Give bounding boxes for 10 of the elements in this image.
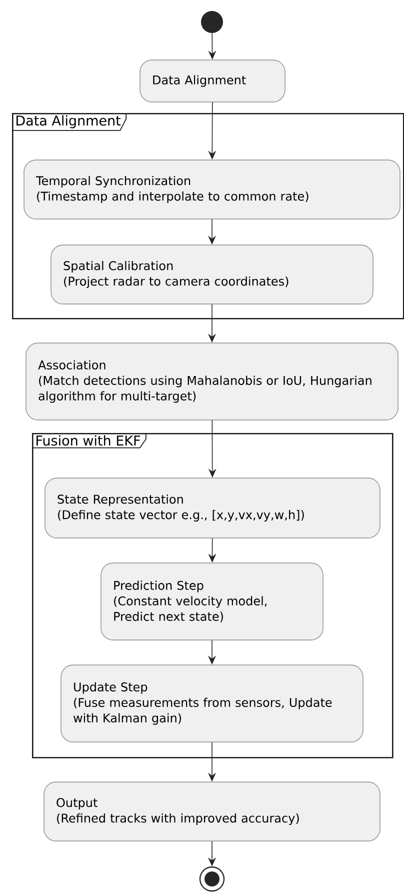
activity-box: Prediction Step (Constant velocity model, Predict next state) — [100, 562, 324, 640]
activity-box: Update Step (Fuse measurements from sensors, Update with Kalman gain) — [60, 664, 364, 742]
start-node — [201, 11, 223, 33]
activity-box: Output (Refined tracks with improved accuracy) — [44, 782, 380, 842]
activity-box: Association (Match detections using Mahalanobis or IoU, Hungarian algorithm for multi-target) — [26, 342, 398, 420]
activity-box: Data Alignment — [140, 60, 286, 102]
activity-box: Temporal Synchronization (Timestamp and interpolate to common rate) — [24, 160, 400, 220]
activity-box: State Representation (Define state vector e.g., [x,y,vx,vy,w,h]) — [44, 478, 380, 538]
end-node — [199, 866, 225, 892]
activity-box: Spatial Calibration (Project radar to camera coordinates) — [50, 244, 374, 304]
